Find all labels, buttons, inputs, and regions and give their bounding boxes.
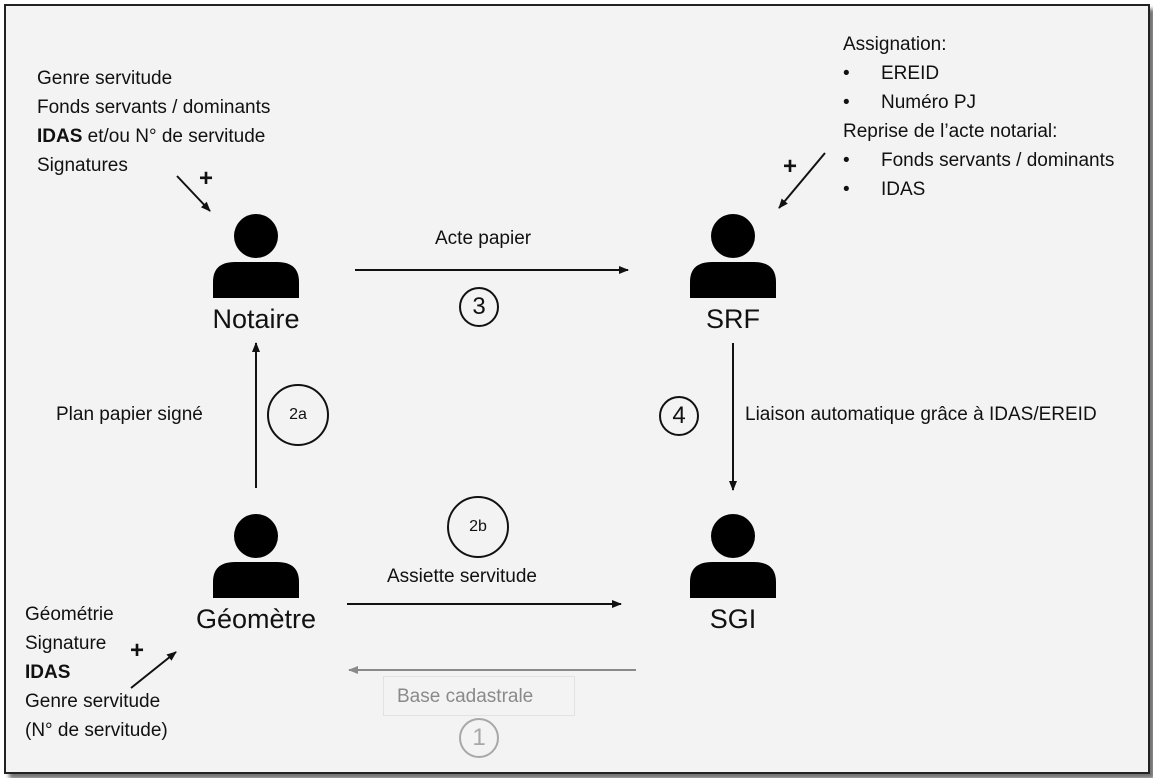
geometre-input-genre: Genre servitude [25,691,161,712]
arrow-notaire-inputs [176,175,211,212]
idas-bold: IDAS [37,126,83,147]
liaison-label: Liaison automatique grâce à IDAS/EREID [745,404,1097,425]
geometre-label: Géomètre [195,604,317,634]
assiette-label: Assiette servitude [387,566,537,587]
base-cadastrale-label: Base cadastrale [397,686,534,707]
assignation-item-label: Numéro PJ [881,92,977,113]
notaire-person-icon [213,214,299,298]
plan-papier-label: Plan papier signé [56,404,203,425]
step-2b-circle: 2b [447,496,509,558]
bullet-icon: • [843,63,850,84]
geometre-person-icon [213,514,299,598]
geometre-plus: + [130,637,145,664]
srf-person-icon [690,214,776,298]
srf-reprise-title: Reprise de l’acte notarial: [843,121,1058,142]
step-4-circle: 4 [659,396,699,436]
geometre-input-idas: IDAS [25,662,71,683]
geometre-input-signature: Signature [25,633,107,654]
sgi-person-icon [690,514,776,598]
idas-rest: et/ou N° de servitude [82,126,266,147]
notaire-input-idas: IDAS et/ou N° de servitude [37,122,265,151]
srf-assignation-item: • EREID [843,59,940,88]
arrow-geometre-inputs [130,651,177,689]
srf-label: SRF [706,304,760,334]
arrow-srf-inputs [778,152,826,209]
geometre-input-numero: (N° de servitude) [25,720,168,741]
assignation-item-label: EREID [881,63,940,84]
base-cadastrale-box [383,676,575,716]
step-2a-circle: 2a [267,384,329,446]
srf-reprise-item: • IDAS [843,175,926,204]
notaire-input-signatures: Signatures [37,155,128,176]
acte-papier-label: Acte papier [435,228,532,249]
notaire-input-fonds: Fonds servants / dominants [37,97,271,118]
diagram-frame [4,4,1150,774]
srf-reprise-item: • Fonds servants / dominants [843,146,1115,175]
notaire-input-genre: Genre servitude [37,68,173,89]
srf-plus: + [783,153,798,180]
step-1-circle: 1 [459,718,499,758]
reprise-item-label: Fonds servants / dominants [881,150,1115,171]
notaire-plus: + [199,165,214,192]
bullet-icon: • [843,92,850,113]
geometre-input-geometrie: Géométrie [25,604,114,625]
notaire-label: Notaire [212,304,300,334]
bullet-icon: • [843,179,850,200]
srf-assignation-title: Assignation: [843,34,947,55]
srf-assignation-item: • Numéro PJ [843,88,977,117]
step-3-circle: 3 [459,287,499,327]
bullet-icon: • [843,150,850,171]
sgi-label: SGI [709,604,757,634]
reprise-item-label: IDAS [881,179,926,200]
